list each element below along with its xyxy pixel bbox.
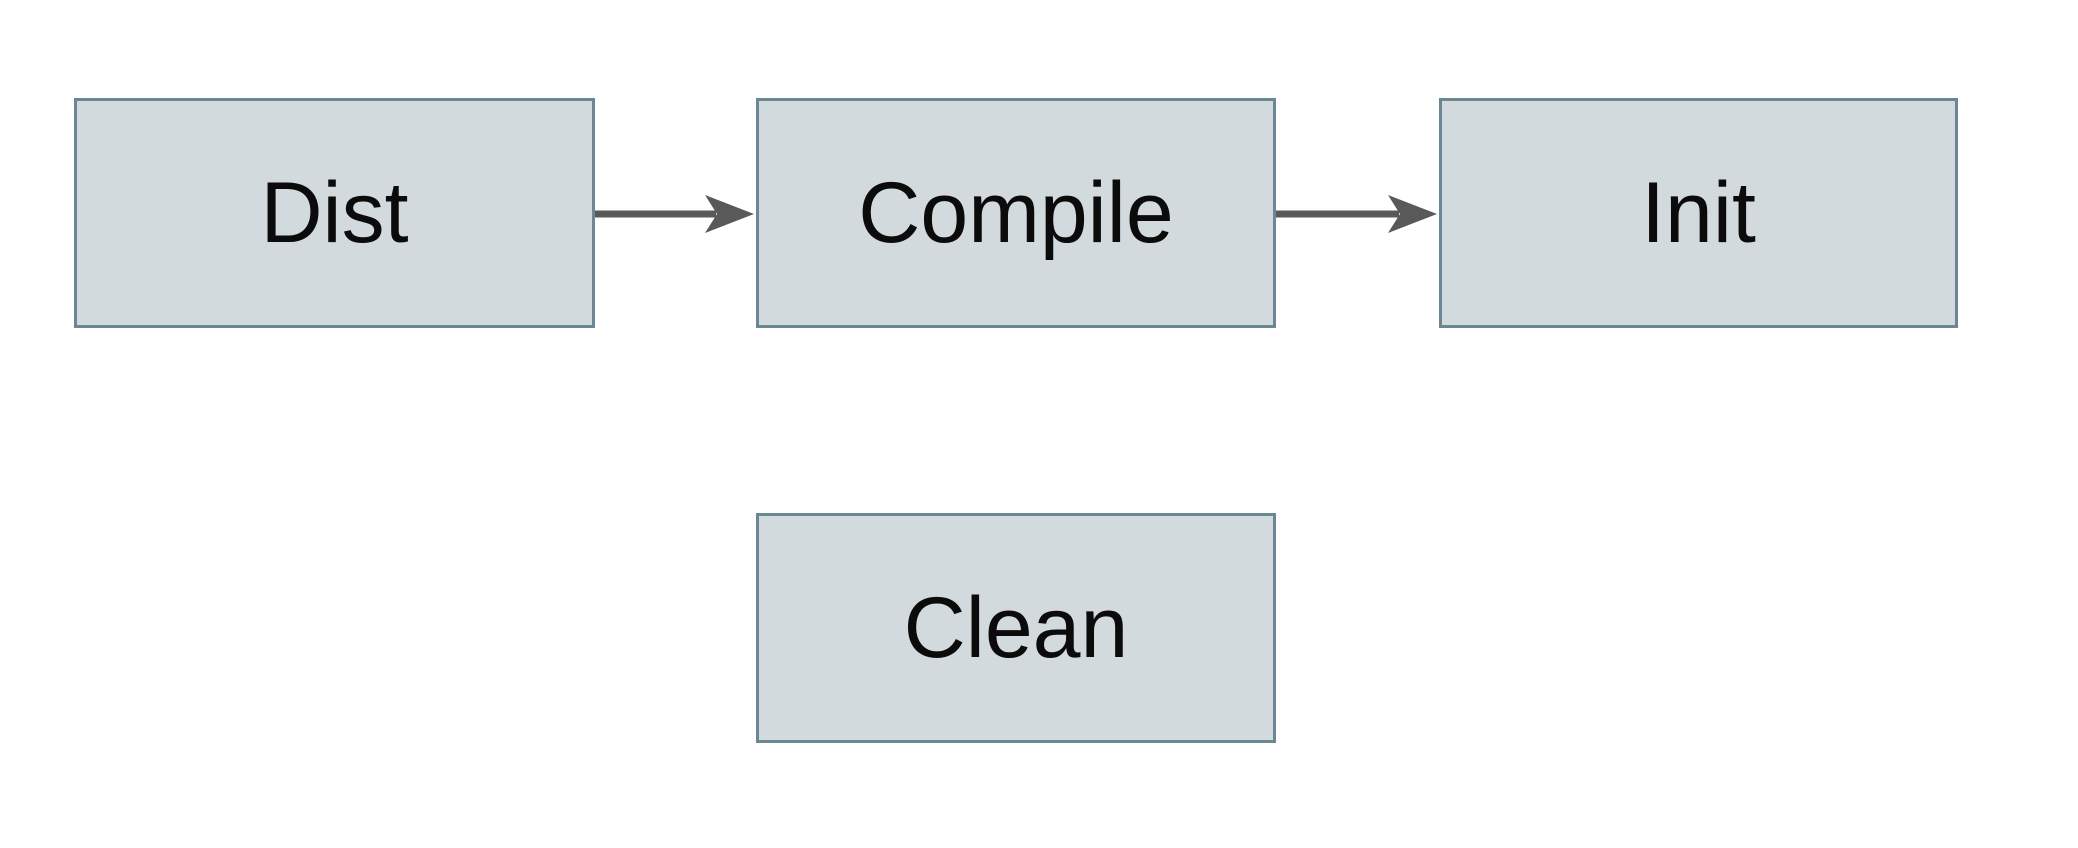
node-dist[interactable]: Dist	[74, 98, 595, 328]
arrow-compile-to-init[interactable]	[1276, 195, 1437, 233]
arrowhead-icon	[1388, 195, 1437, 233]
node-init[interactable]: Init	[1439, 98, 1958, 328]
node-clean-label: Clean	[903, 580, 1129, 676]
node-init-label: Init	[1641, 165, 1756, 261]
arrowhead-icon	[705, 195, 754, 233]
node-clean[interactable]: Clean	[756, 513, 1276, 743]
node-compile-label: Compile	[858, 165, 1174, 261]
arrow-dist-to-compile[interactable]	[595, 195, 754, 233]
node-dist-label: Dist	[260, 165, 409, 261]
node-compile[interactable]: Compile	[756, 98, 1276, 328]
